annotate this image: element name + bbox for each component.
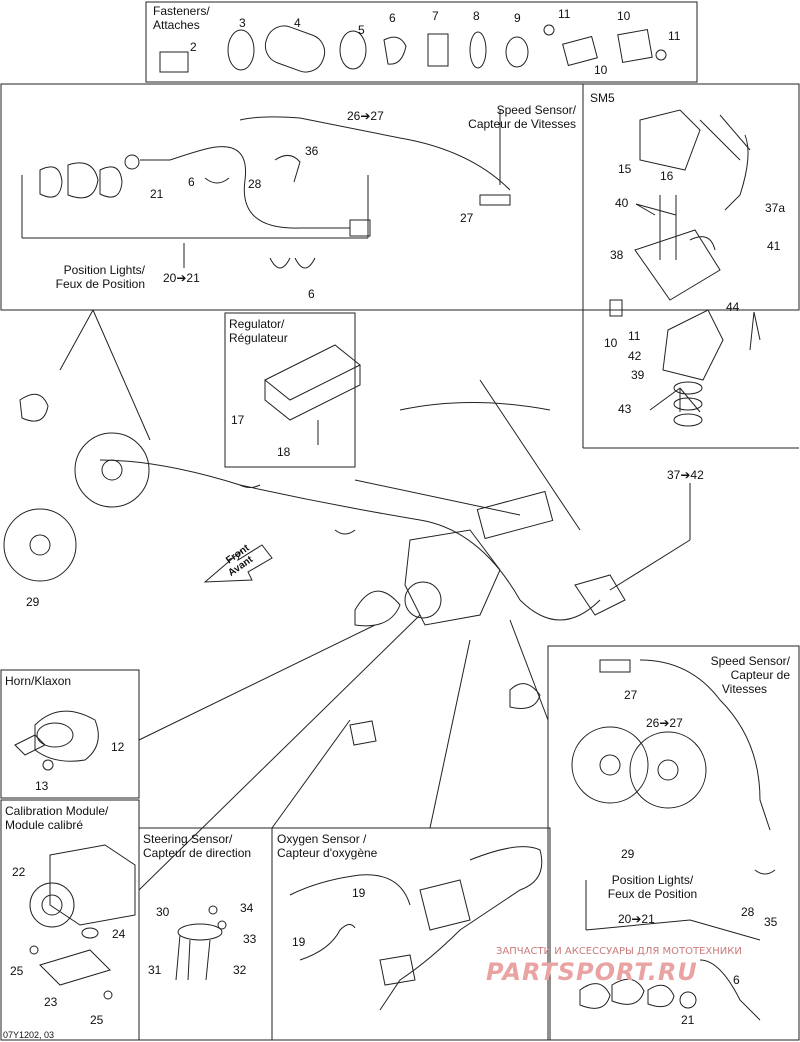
callout-29-right: 29	[621, 847, 635, 861]
fasteners-frame	[145, 1, 698, 83]
callout-31: 31	[148, 963, 162, 977]
callout-36: 36	[305, 144, 319, 158]
watermark-text: ЗАПЧАСТИ И АКСЕССУАРЫ ДЛЯ МОТОТЕХНИКИ	[496, 946, 742, 957]
speed-sensor-top-line2: Capteur de Vitesses	[468, 117, 576, 131]
speed-sensor-top-ref: 26➔27	[347, 109, 384, 123]
callout-39: 39	[631, 368, 645, 382]
steering-line2: Capteur de direction	[143, 846, 252, 860]
callout-4: 4	[294, 16, 301, 30]
front-arrow	[203, 544, 273, 583]
speed-sensor-right-line3: Vitesses	[721, 682, 767, 696]
sm5-title: SM5	[590, 91, 615, 105]
speed-sensor-right-line2: Capteur de	[730, 668, 790, 682]
callout-41: 41	[767, 239, 781, 253]
ref-37-42: 37➔42	[667, 468, 704, 482]
oxygen-line2: Capteur d'oxygène	[277, 846, 378, 860]
callout-44: 44	[726, 300, 740, 314]
callout-24: 24	[112, 927, 126, 941]
horn-title: Horn/Klaxon	[5, 674, 72, 688]
callout-43: 43	[618, 402, 632, 416]
fasteners-title: Fasteners/	[153, 4, 210, 18]
callout-18: 18	[277, 445, 291, 459]
speed-sensor-right-frame	[547, 645, 800, 1041]
callout-21-right: 21	[681, 1013, 695, 1027]
callout-40: 40	[615, 196, 629, 210]
callout-27-top: 27	[460, 211, 474, 225]
callout-10a: 10	[617, 9, 631, 23]
position-lights-right-line1: Position Lights/	[611, 873, 694, 887]
oxygen-frame	[271, 827, 551, 1041]
calibration-frame	[0, 799, 140, 1041]
position-lights-top-line2: Feux de Position	[55, 277, 145, 291]
callout-6-top: 6	[188, 175, 195, 189]
horn-frame	[0, 669, 140, 799]
callout-9: 9	[514, 11, 521, 25]
callout-8: 8	[473, 9, 480, 23]
position-lights-top-ref: 20➔21	[163, 271, 200, 285]
callout-11-sm5: 11	[628, 329, 641, 343]
callout-13: 13	[35, 779, 49, 793]
callout-42: 42	[628, 349, 642, 363]
callout-21-top: 21	[150, 187, 164, 201]
callout-28-top: 28	[248, 177, 262, 191]
calibration-line2: Module calibré	[5, 818, 84, 832]
callout-7: 7	[432, 9, 439, 23]
callout-35: 35	[764, 915, 778, 929]
callout-30: 30	[156, 905, 170, 919]
callout-17: 17	[231, 413, 245, 427]
figure-code: 07Y1202, 03	[3, 1030, 55, 1040]
callout-38: 38	[610, 248, 624, 262]
position-lights-right-line2: Feux de Position	[607, 887, 698, 901]
callout-12: 12	[111, 740, 125, 754]
speed-sensor-right-ref: 26➔27	[646, 716, 683, 730]
callout-2: 2	[190, 40, 197, 54]
callout-29-main: 29	[26, 595, 40, 609]
regulator-line1: Regulator/	[229, 317, 285, 331]
callout-27-right: 27	[624, 688, 638, 702]
callout-16: 16	[660, 169, 674, 183]
speed-sensor-right-line1: Speed Sensor/	[710, 654, 790, 668]
steering-line1: Steering Sensor/	[143, 832, 233, 846]
speed-sensor-top-line1: Speed Sensor/	[496, 103, 576, 117]
callout-22: 22	[12, 865, 26, 879]
callout-10-sm5: 10	[604, 336, 618, 350]
callout-5: 5	[358, 23, 365, 37]
oxygen-line1: Oxygen Sensor /	[277, 832, 367, 846]
callout-6-top-b: 6	[308, 287, 315, 301]
callout-6: 6	[389, 11, 396, 25]
callout-10b: 10	[594, 63, 608, 77]
callout-32: 32	[233, 963, 247, 977]
callout-25b: 25	[90, 1013, 104, 1027]
callout-6-right: 6	[733, 973, 740, 987]
callout-15: 15	[618, 162, 632, 176]
callout-11a: 11	[558, 7, 571, 21]
position-lights-right-ref: 20➔21	[618, 912, 655, 926]
callout-3: 3	[239, 16, 246, 30]
callout-19b: 19	[292, 935, 306, 949]
watermark-logo: PARTSPORT.RU	[486, 958, 698, 986]
callout-34: 34	[240, 901, 254, 915]
regulator-line2: Régulateur	[229, 331, 288, 345]
position-lights-top-line1: Position Lights/	[63, 263, 145, 277]
regulator-frame	[224, 312, 356, 468]
top-frame	[0, 83, 800, 311]
callout-37a: 37a	[765, 201, 786, 215]
fasteners-subtitle: Attaches	[153, 18, 200, 32]
callout-33: 33	[243, 932, 257, 946]
callout-23: 23	[44, 995, 58, 1009]
callout-28-right: 28	[741, 905, 755, 919]
callout-25a: 25	[10, 964, 24, 978]
callout-19a: 19	[352, 886, 366, 900]
calibration-line1: Calibration Module/	[5, 804, 109, 818]
callout-11b: 11	[668, 29, 681, 43]
